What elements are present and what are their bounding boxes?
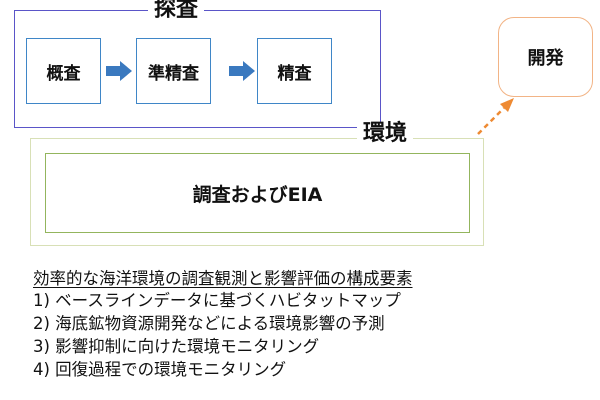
- environment-group: [30, 138, 484, 246]
- list-item: 1) ベースラインデータに基づくハビタットマップ: [33, 291, 401, 310]
- right-arrow-icon: [229, 61, 255, 81]
- survey-eia-box: 調査およびEIA: [45, 153, 470, 233]
- dashed-arrow-icon: [477, 98, 514, 135]
- list-heading: 効率的な海洋環境の調査観測と影響評価の構成要素: [33, 269, 413, 288]
- list-item: 2) 海底鉱物資源開発などによる環境影響の予測: [33, 314, 385, 333]
- list-item: 3) 影響抑制に向けた環境モニタリング: [33, 337, 320, 356]
- development-box: 開発: [498, 17, 593, 97]
- stage-detailed: 精査: [257, 38, 332, 104]
- environment-title: 環境: [357, 122, 414, 146]
- list-item: 4) 回復過程での環境モニタリング: [33, 360, 287, 379]
- right-arrow-icon: [106, 61, 132, 81]
- stage-semi-detailed: 準精査: [136, 38, 211, 104]
- component-list: 1) ベースラインデータに基づくハビタットマップ 2) 海底鉱物資源開発などによ…: [33, 289, 401, 381]
- exploration-title: 探査: [148, 0, 205, 22]
- stage-reconnaissance: 概査: [26, 38, 101, 104]
